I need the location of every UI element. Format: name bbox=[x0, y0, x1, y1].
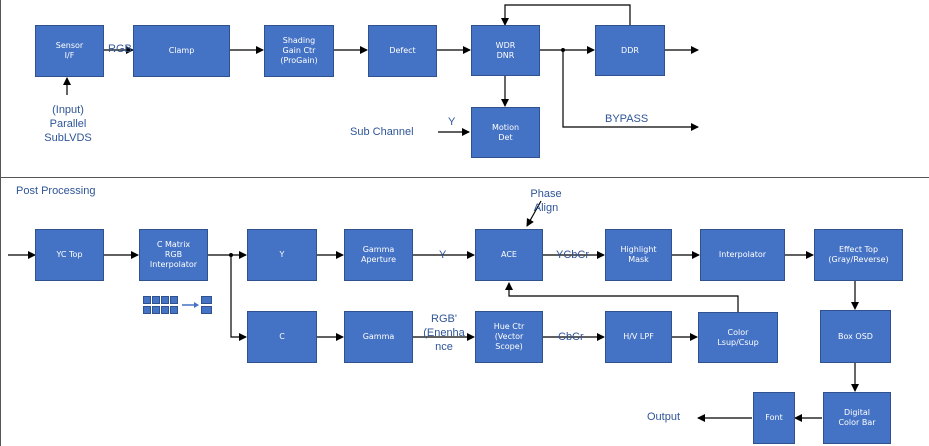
c-matrix-block: C Matrix RGB Interpolator bbox=[139, 229, 208, 281]
digital-color-bar-block: Digital Color Bar bbox=[823, 392, 891, 444]
ace-block: ACE bbox=[475, 229, 543, 281]
y-label-top: Y bbox=[448, 116, 456, 128]
wdr-dnr-block: WDR DNR bbox=[471, 25, 540, 76]
wire-ddr-feedback bbox=[501, 4, 631, 26]
rgb-enhance-label: RGB' (Enenha nce bbox=[423, 313, 465, 353]
clamp-block: Clamp bbox=[133, 25, 230, 77]
phase-align-label: Phase Align bbox=[530, 188, 562, 214]
left-border bbox=[0, 0, 1, 446]
rgb-label: RGB bbox=[108, 43, 132, 55]
output-label: Output bbox=[647, 411, 681, 423]
wire-cmatrix-c bbox=[230, 255, 247, 341]
subchannel-label: Sub Channel bbox=[350, 126, 414, 138]
yc-top-block: YC Top bbox=[35, 229, 104, 281]
defect-block: Defect bbox=[368, 25, 437, 77]
gamma-aperture-block: Gamma Aperture bbox=[344, 229, 413, 281]
motion-det-block: Motion Det bbox=[471, 107, 540, 158]
hv-lpf-block: H/V LPF bbox=[605, 311, 672, 363]
box-osd-block: Box OSD bbox=[820, 310, 891, 363]
wire-phase-align bbox=[526, 200, 542, 227]
bypass-label: BYPASS bbox=[605, 113, 649, 125]
junction-bypass bbox=[561, 48, 565, 52]
ddr-block: DDR bbox=[595, 25, 665, 76]
font-block: Font bbox=[753, 392, 795, 444]
section-title: Post Processing bbox=[16, 185, 96, 197]
junction-cmatrix bbox=[229, 253, 233, 257]
hue-ctr-block: Hue Ctr (Vector Scope) bbox=[475, 311, 543, 363]
c-block: C bbox=[247, 311, 317, 363]
y-block: Y bbox=[247, 229, 317, 281]
gamma-block: Gamma bbox=[344, 311, 413, 363]
y-label-bottom: Y bbox=[439, 249, 447, 261]
shading-gain-block: Shading Gain Ctr (ProGain) bbox=[264, 25, 334, 77]
effect-top-block: Effect Top (Gray/Reverse) bbox=[814, 229, 903, 281]
section-divider bbox=[0, 177, 929, 178]
wire-colorlsup-ace bbox=[505, 282, 739, 312]
interpolator-block: Interpolator bbox=[700, 229, 785, 281]
color-lsup-block: Color Lsup/Csup bbox=[698, 312, 778, 363]
wire-bypass bbox=[562, 50, 699, 131]
ycbcr-label: YCbCr bbox=[556, 249, 590, 261]
input-label: (Input) Parallel SubLVDS bbox=[44, 104, 92, 144]
sensor-if-block: Sensor I/F bbox=[35, 25, 104, 77]
highlight-mask-block: Highlight Mask bbox=[605, 229, 672, 281]
cbcr-label: CbCr bbox=[558, 331, 584, 343]
bayer-pattern-icon bbox=[143, 296, 215, 316]
